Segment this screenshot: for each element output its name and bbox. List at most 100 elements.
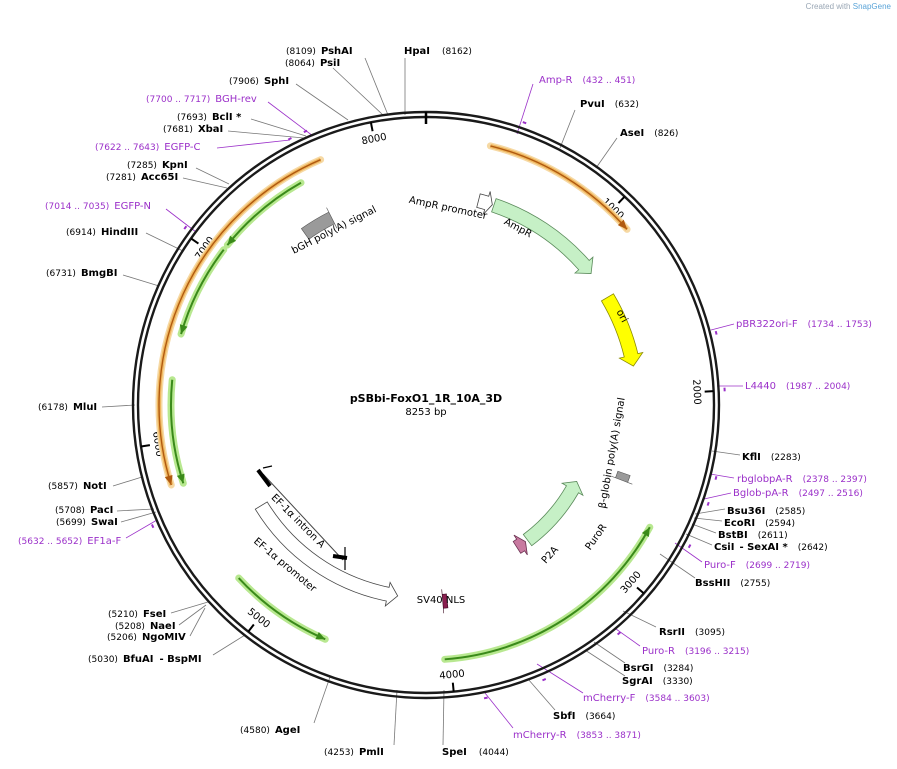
primer-mark <box>183 225 188 230</box>
primer-mark <box>706 501 710 506</box>
primer-mark <box>687 544 692 549</box>
enzyme-name: SphI <box>264 76 289 87</box>
intron-line <box>262 473 344 561</box>
enzyme-label: BsrGI(3284) <box>623 663 693 674</box>
enzyme-name: PacI <box>90 505 113 516</box>
enzyme-name: BmgBI <box>81 268 118 279</box>
enzyme-label: (5206)NgoMIV <box>107 632 186 643</box>
enzyme-name: AgeI <box>275 725 300 736</box>
enzyme-label: (7693)BclI * <box>177 112 242 123</box>
primer-label-leader <box>709 473 735 479</box>
primer-name: rbglobpA-R <box>737 474 793 485</box>
primer-label: pBR322ori-F(1734 .. 1753) <box>736 319 872 330</box>
enzyme-position: (6178) <box>38 403 68 413</box>
enzyme-label-leader <box>442 689 445 746</box>
enzyme-label: (4253) PmlI <box>324 747 384 758</box>
primer-label: L4440(1987 .. 2004) <box>745 381 850 392</box>
primer-range: (2699 .. 2719) <box>746 561 810 571</box>
enzyme-position: (7281) <box>106 173 136 183</box>
primer-name: Bglob-pA-R <box>733 488 789 499</box>
puro-r-label: PuroR <box>584 522 610 552</box>
enzyme-label-leader <box>659 553 696 579</box>
enzyme-label: (6731)BmgBI <box>46 268 117 279</box>
enzyme-label-leader <box>178 604 207 626</box>
primer-mark <box>616 631 621 636</box>
puro-r-feature-arrow <box>522 481 584 547</box>
enzyme-position: (826) <box>654 129 678 139</box>
enzyme-name: XbaI <box>198 124 223 135</box>
enzyme-label: HpaI (8162) <box>404 46 472 57</box>
enzyme-position: (3330) <box>663 677 693 687</box>
primer-label: (7622 .. 7643)EGFP-C <box>95 142 201 153</box>
sv40-nls-label: SV40 NLS <box>417 595 466 606</box>
enzyme-label-leader <box>584 649 626 677</box>
enzyme-name: CsiI <box>714 542 734 553</box>
p2a-feature-arrow <box>512 534 528 556</box>
primer-label: Amp-R(432 .. 451) <box>539 75 635 86</box>
enzyme-name: PvuI <box>580 99 605 110</box>
enzyme-label: CsiI- SexAI *(2642) <box>714 542 828 553</box>
primer-label: (7700 .. 7717)BGH-rev <box>146 94 257 105</box>
primer-name: pBR322ori-F <box>736 319 798 330</box>
enzyme-label-leader <box>145 232 184 252</box>
snapgene-watermark: Created with SnapGene <box>806 2 891 11</box>
primer-range: (3584 .. 3603) <box>645 694 709 704</box>
enzyme-label: SpeI(4044) <box>442 747 509 758</box>
enzyme-name: PshAI <box>321 46 353 57</box>
intron-cap-start <box>256 468 272 488</box>
plasmid-name: pSBbi-FoxO1_1R_10A_3D <box>350 392 502 405</box>
enzyme-label: Bsu36I(2585) <box>727 506 805 517</box>
snapgene-logo-text: SnapGene <box>852 2 891 11</box>
enzyme-label-leader <box>393 689 398 746</box>
primer-name: EGFP-C <box>164 142 200 153</box>
enzyme-label: EcoRI(2594) <box>724 518 795 529</box>
primer-name: EF1a-F <box>87 536 121 547</box>
enzyme-name: BssHII <box>695 578 730 589</box>
enzyme-name: BclI * <box>212 112 242 123</box>
tick-mark <box>140 444 151 448</box>
enzyme-name: KpnI <box>162 160 188 171</box>
enzyme-position: (8162) <box>442 47 472 57</box>
orf-arc-left <box>158 159 321 486</box>
plasmid-backbone <box>131 110 721 700</box>
enzyme-name: SgrAI <box>622 676 653 687</box>
enzyme-label-leader <box>685 533 713 546</box>
intron-start-bar <box>262 465 273 469</box>
enzyme-label: SgrAI (3330) <box>622 676 693 687</box>
enzyme-position: (2755) <box>740 579 770 589</box>
enzyme-name: EcoRI <box>724 518 755 529</box>
enzyme-position: (5857) <box>48 482 78 492</box>
feature-arrows <box>150 121 726 700</box>
enzyme-name: AseI <box>620 128 644 139</box>
primer-range: (432 .. 451) <box>583 76 636 86</box>
enzyme-position: (8064) <box>285 59 315 69</box>
primer-mark <box>542 678 547 682</box>
enzyme-position: (5208) <box>115 622 145 632</box>
enzyme-label-leader <box>595 137 618 169</box>
enzyme-name: KflI <box>742 452 761 463</box>
enzyme-name: HpaI <box>404 46 430 57</box>
tick-mark <box>451 682 455 692</box>
orf-arc-top-left-arrowhead <box>227 235 237 246</box>
enzyme-position: (5699) <box>56 518 86 528</box>
enzyme-position: (6914) <box>66 228 96 238</box>
enzyme-position: (2585) <box>775 507 805 517</box>
enzyme-label: (6914)HindIII <box>66 227 138 238</box>
enzyme-name: MluI <box>73 402 97 413</box>
enzyme-name: PmlI <box>359 747 384 758</box>
enzyme-label-leader <box>116 508 155 512</box>
primer-label-leader <box>125 519 158 539</box>
tick-mark <box>190 237 199 245</box>
orf-arc-promoter <box>237 577 326 641</box>
primer-range: (3853 .. 3871) <box>577 731 641 741</box>
enzyme-label: KflI(2283) <box>742 452 801 463</box>
enzyme-position: (4253) <box>324 748 354 758</box>
primer-mark <box>287 137 292 141</box>
plasmid-size: 8253 bp <box>405 407 446 418</box>
primer-label: rbglobpA-R(2378 .. 2397) <box>737 474 867 485</box>
orf-arc-amp <box>490 145 628 230</box>
enzyme-label-leader <box>559 109 576 149</box>
beta-globin-polya-box <box>610 470 633 485</box>
primer-label-leader <box>216 139 291 149</box>
tick-mark <box>617 195 626 204</box>
